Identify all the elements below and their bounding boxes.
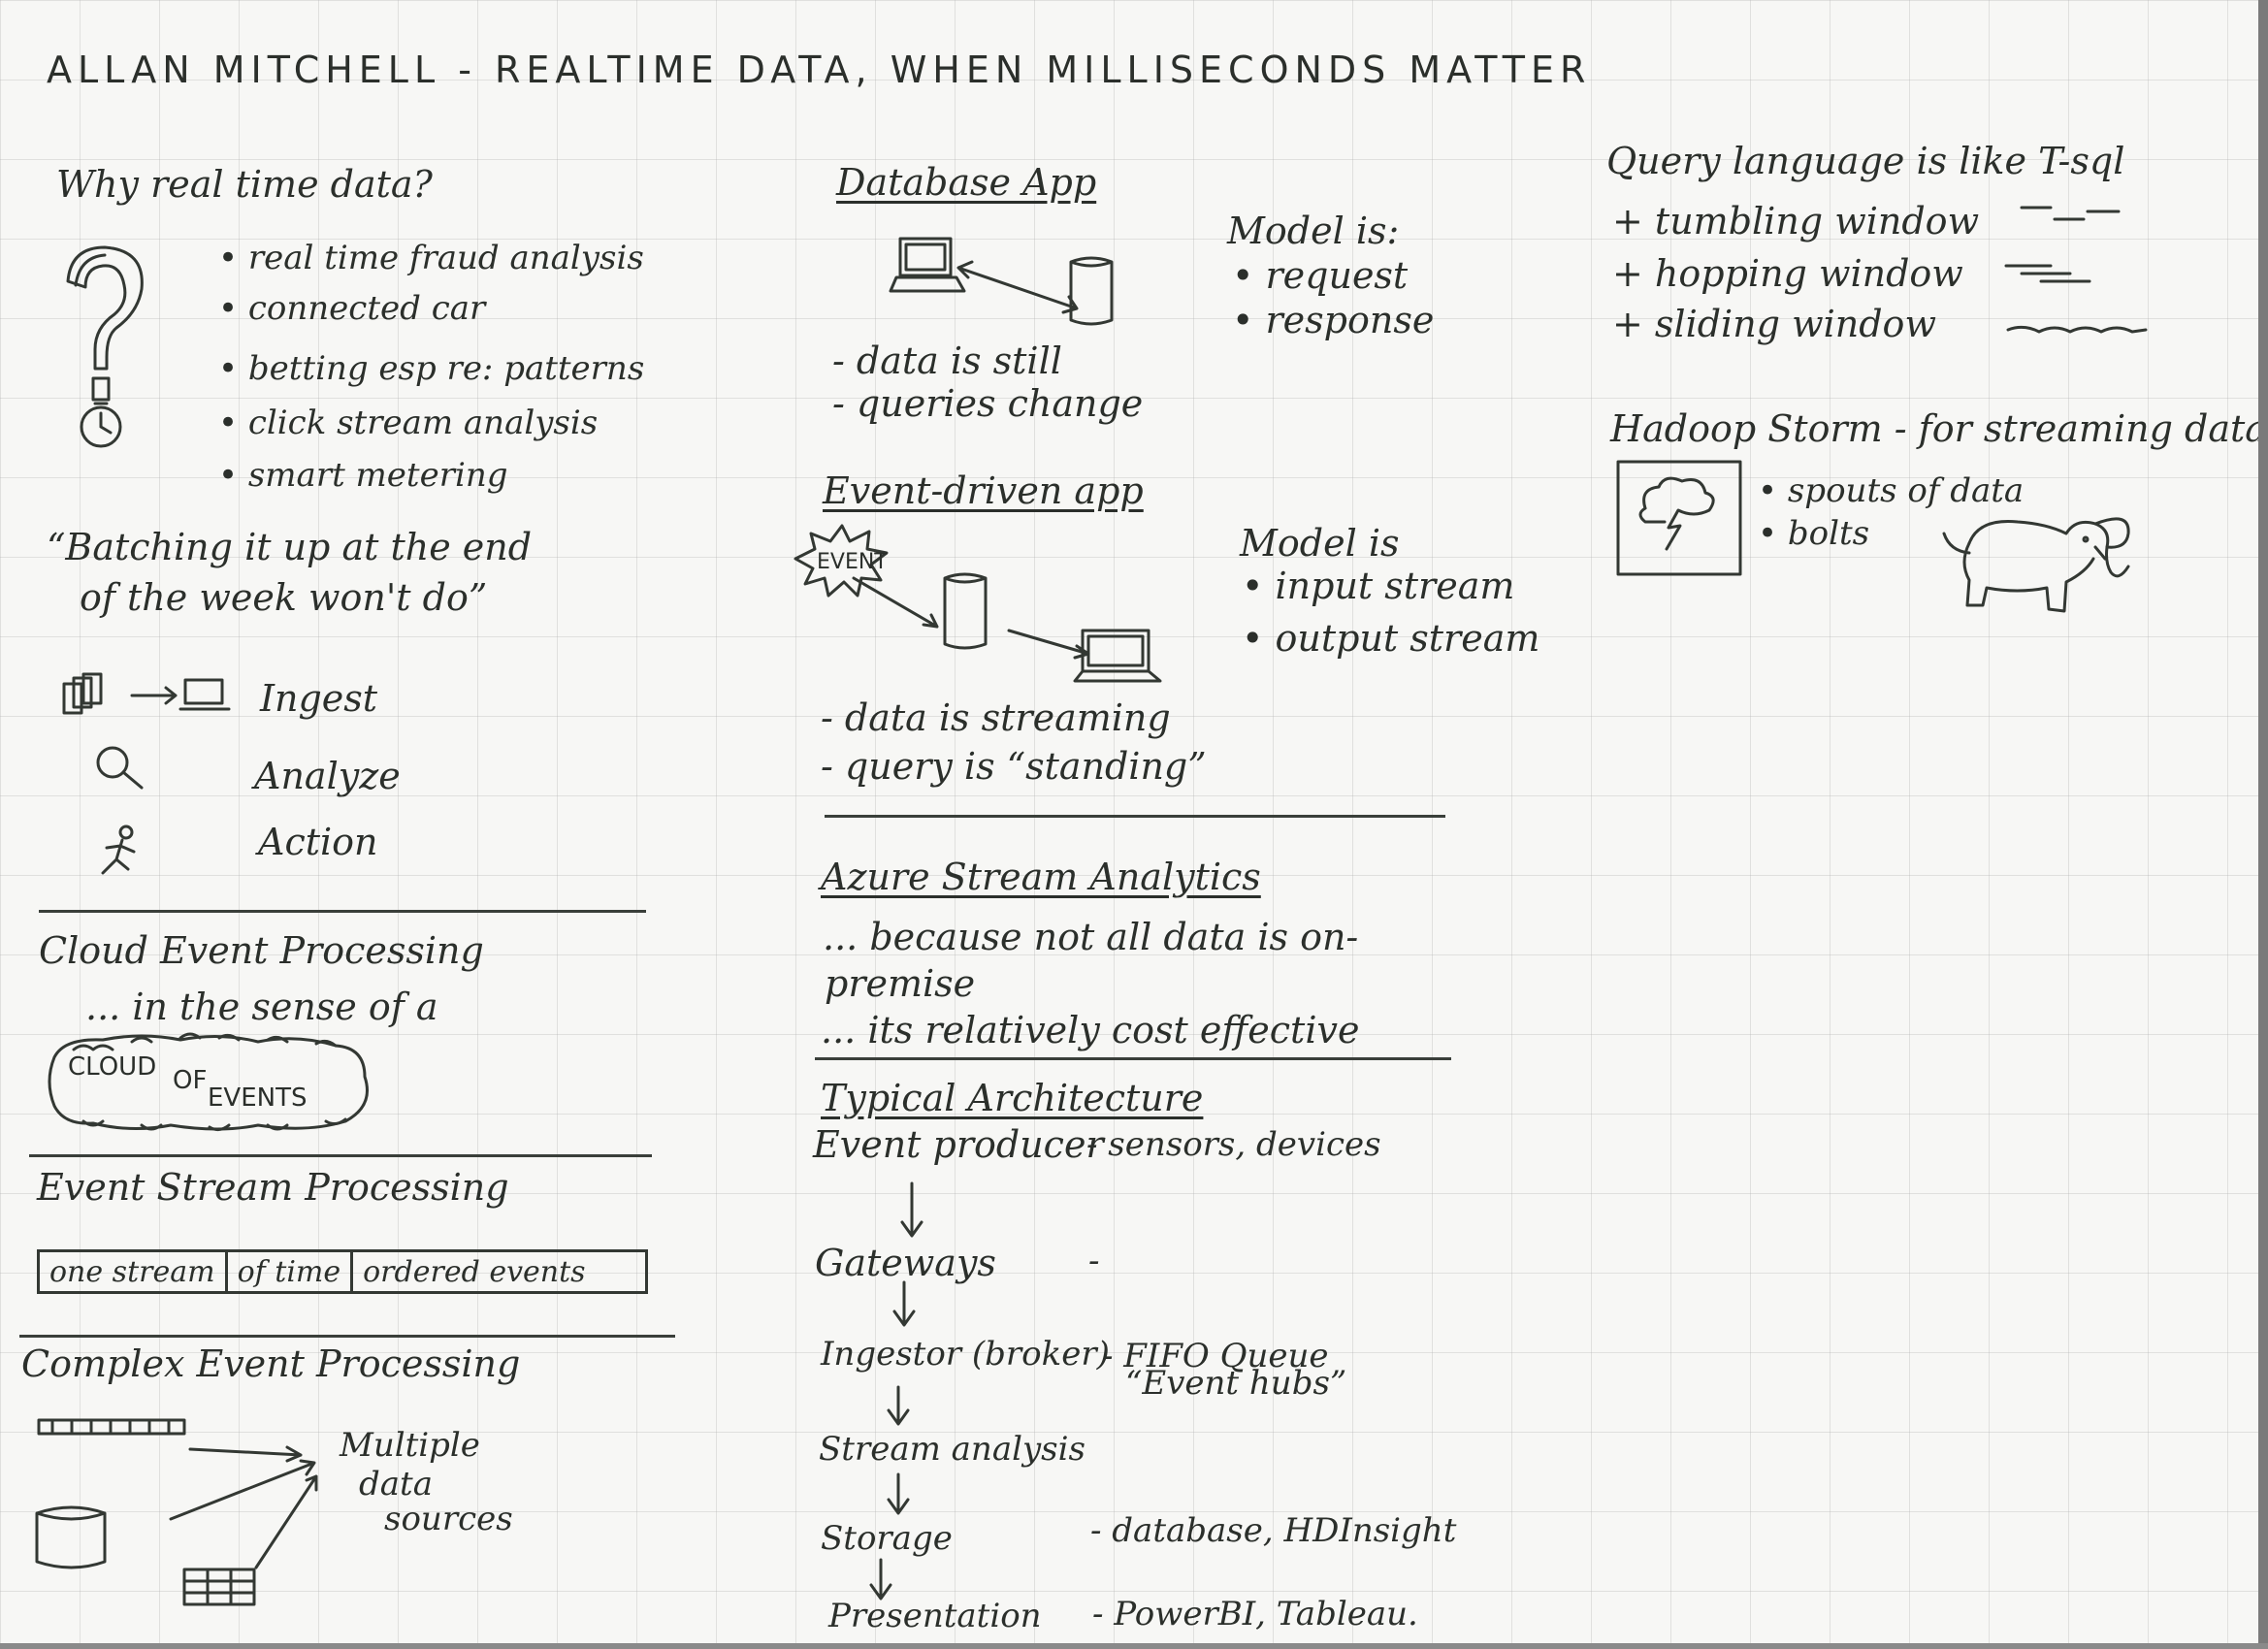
ev-burst-label: EVENT	[817, 550, 888, 574]
asa-line: ... because not all data is on-	[823, 916, 1359, 958]
scan-edge	[2258, 0, 2268, 1649]
page-title: ALLAN MITCHELL - REALTIME DATA, WHEN MIL…	[47, 48, 1592, 91]
hadoop-item: • spouts of data	[1758, 471, 2025, 510]
cloud-word-cloud: CLOUD	[68, 1052, 157, 1082]
arch-heading: Typical Architecture	[821, 1077, 1204, 1119]
ev-model-title: Model is	[1240, 522, 1400, 565]
step-ingest: Ingest	[260, 677, 378, 720]
cloud-icon	[48, 1032, 369, 1132]
hadoop-heading: Hadoop Storm - for streaming data	[1610, 407, 2267, 450]
ev-heading: Event-driven app	[823, 469, 1144, 512]
asa-line: ... its relatively cost effective	[821, 1009, 1360, 1051]
storm-logo-icon	[1616, 460, 1742, 576]
arrow-down-icon	[887, 1385, 910, 1426]
hopping-window-icon	[2004, 264, 2091, 283]
list-item: • click stream analysis	[218, 404, 599, 442]
arch-stage: Ingestor (broker)	[821, 1335, 1110, 1374]
db-note: - queries change	[832, 382, 1144, 425]
asa-heading: Azure Stream Analytics	[821, 856, 1261, 898]
cep-label-multiple: Multiple	[340, 1426, 480, 1465]
cloud-word-of: OF	[173, 1066, 208, 1095]
ev-note: - data is streaming	[821, 696, 1171, 739]
db-heading: Database App	[836, 161, 1097, 204]
tumbling-window-icon	[2020, 206, 2121, 221]
arrow-down-icon	[887, 1472, 910, 1515]
quote-line-1: “Batching it up at the end	[47, 526, 533, 568]
quote-line-2: of the week won't do”	[80, 576, 488, 619]
cloud-heading: Cloud Event Processing	[39, 929, 484, 972]
elephant-icon	[1942, 517, 2130, 613]
ev-model-item: • output stream	[1242, 617, 1540, 660]
arch-note: - PowerBI, Tableau.	[1092, 1595, 1418, 1633]
arch-note: - FIFO Queue	[1102, 1337, 1329, 1375]
esp-cell: ordered events	[363, 1255, 586, 1289]
db-note: - data is still	[832, 340, 1062, 382]
question-mark-icon	[66, 245, 144, 448]
esp-cell: of time	[228, 1252, 354, 1291]
arrow-down-icon	[892, 1280, 916, 1327]
cloud-word-events: EVENTS	[208, 1083, 308, 1113]
arch-note: - database, HDInsight	[1090, 1511, 1457, 1550]
arch-note: -	[1088, 1242, 1100, 1280]
db-model-item: • response	[1232, 299, 1435, 341]
arch-stage: Stream analysis	[819, 1430, 1085, 1469]
list-item: • betting esp re: patterns	[218, 349, 645, 388]
divider	[19, 1335, 675, 1338]
list-item: • real time fraud analysis	[218, 239, 644, 277]
arch-stage: Gateways	[815, 1242, 996, 1284]
arch-stage: Storage	[821, 1519, 953, 1558]
asa-line: premise	[825, 962, 976, 1005]
divider	[29, 1154, 652, 1157]
scan-edge	[0, 1643, 2268, 1649]
cep-heading: Complex Event Processing	[21, 1342, 521, 1385]
query-item: + hopping window	[1612, 252, 1963, 295]
running-person-icon	[101, 824, 136, 875]
arrow-down-icon	[869, 1558, 892, 1600]
esp-heading: Event Stream Processing	[37, 1166, 509, 1209]
sliding-window-icon	[2006, 325, 2148, 334]
esp-stream-box: one stream of time ordered events	[37, 1249, 648, 1294]
cep-label-data: data	[359, 1465, 433, 1504]
list-item: • smart metering	[218, 456, 508, 495]
cep-label-sources: sources	[384, 1500, 513, 1538]
why-heading: Why real time data?	[56, 163, 433, 206]
query-item: + tumbling window	[1612, 200, 1980, 242]
arch-note-extra: “Event hubs”	[1125, 1364, 1347, 1403]
documents-to-laptop-icon	[62, 672, 231, 715]
hadoop-item: • bolts	[1758, 514, 1870, 553]
step-analyze: Analyze	[254, 755, 401, 797]
arch-stage: Event producer	[813, 1123, 1104, 1166]
list-item: • connected car	[218, 289, 486, 328]
esp-cell: one stream	[40, 1252, 228, 1291]
data-sources-icon	[35, 1418, 318, 1606]
magnifier-icon	[96, 746, 144, 790]
db-model-title: Model is:	[1227, 210, 1400, 252]
computer-to-database-icon	[889, 237, 1114, 326]
arch-note: - sensors, devices	[1086, 1125, 1381, 1164]
ev-note: - query is “standing”	[821, 745, 1207, 788]
db-model-item: • request	[1232, 254, 1409, 297]
divider	[815, 1057, 1451, 1060]
query-item: + sliding window	[1612, 303, 1936, 345]
arrow-down-icon	[900, 1181, 923, 1238]
step-action: Action	[258, 821, 378, 863]
event-flow-icon	[794, 524, 1162, 683]
query-heading: Query language is like T-sql	[1606, 140, 2125, 182]
ev-model-item: • input stream	[1242, 565, 1515, 607]
cloud-subtitle: ... in the sense of a	[85, 986, 438, 1028]
divider	[39, 910, 646, 913]
divider	[825, 815, 1445, 818]
arch-stage: Presentation	[828, 1597, 1042, 1635]
